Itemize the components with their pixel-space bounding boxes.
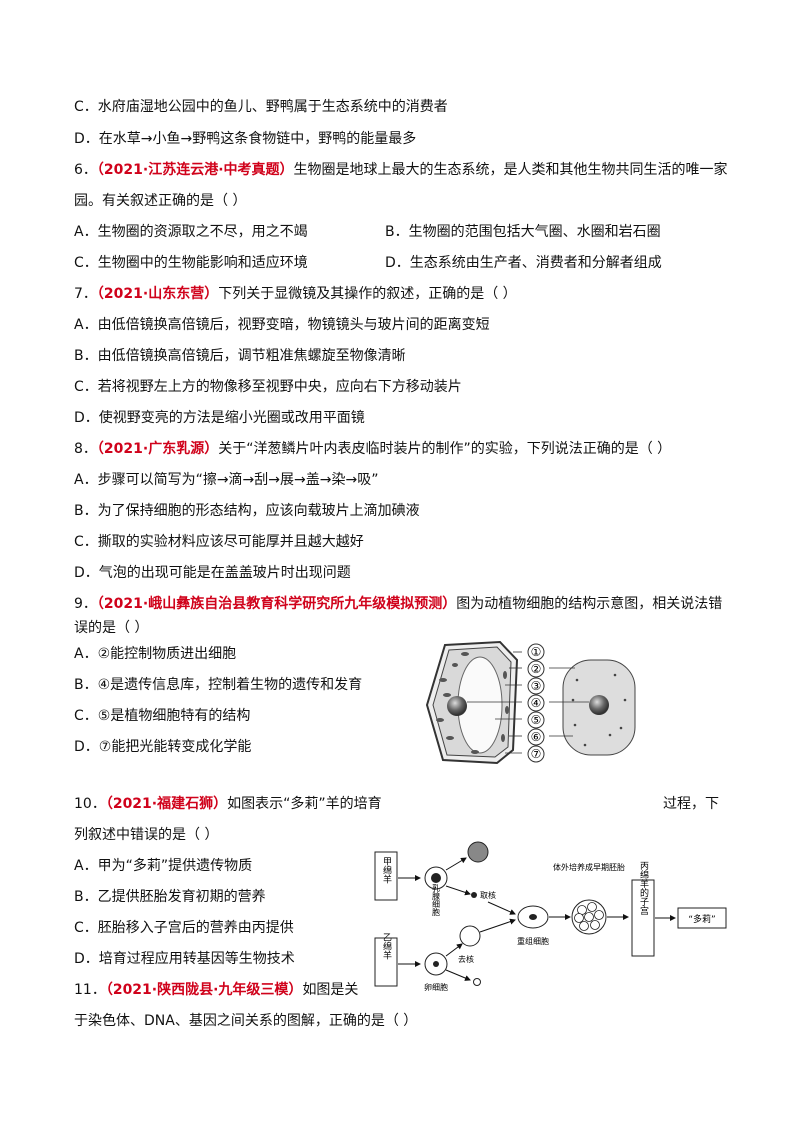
recombined-cell-label: 重组细胞 <box>517 936 549 946</box>
q6-option-a: A．生物圈的资源取之不尽，用之不竭 <box>74 224 308 240</box>
dolly-label: “多莉” <box>688 913 715 925</box>
embryo-cells <box>574 902 604 931</box>
mammary-cell-label: 乳腺细胞 <box>432 883 441 917</box>
q6-option-c: C．生物圈中的生物能影响和适应环境 <box>74 255 308 271</box>
q8-stem-text: 关于“洋葱鳞片叶内表皮临时装片的制作”的实验，下列说法正确的是（ ） <box>218 441 672 457</box>
q9-option-c: C．⑤是植物细胞特有的结构 <box>74 708 251 724</box>
q10-stem-line2: 列叙述中错误的是（ ） <box>74 827 219 843</box>
q10-option-a: A．甲为“多莉”提供遗传物质 <box>74 858 253 874</box>
q6-option-b: B．生物圈的范围包括大气圈、水圈和岩石圈 <box>385 224 661 240</box>
q10-stem-tail: 过程，下 <box>663 796 719 812</box>
q11-number: 11． <box>74 982 106 998</box>
q7-number: 7． <box>74 286 97 302</box>
q11-stem-line2: 于染色体、DNA、基因之间关系的图解，正确的是（ ） <box>74 1013 418 1029</box>
label-3: ③ <box>531 679 542 693</box>
q8-option-b: B．为了保持细胞的形态结构，应该向载玻片上滴加碘液 <box>74 503 420 519</box>
q9-option-d: D．⑦能把光能转变成化学能 <box>74 739 252 755</box>
sheep-c-label: 丙绵羊的子宫 <box>638 861 649 916</box>
discarded-cell <box>467 841 489 863</box>
q6-option-d: D．生态系统由生产者、消费者和分解者组成 <box>385 255 662 271</box>
animal-nucleus <box>589 695 609 715</box>
label-6: ⑥ <box>531 730 542 744</box>
q7-option-c: C．若将视野左上方的物像移至视野中央，应向右下方移动装片 <box>74 379 462 395</box>
leader-lines <box>467 651 589 754</box>
q10-number: 10． <box>74 796 106 812</box>
q6-stem: 生物圈是地球上最大的生态系统，是人类和其他生物共同生活的唯一家 <box>293 162 728 178</box>
label-2: ② <box>531 662 542 676</box>
q8-option-a: A．步骤可以简写为“擦→滴→刮→展→盖→染→吸” <box>74 472 379 488</box>
q7-option-d: D．使视野变亮的方法是缩小光圈或改用平面镜 <box>74 410 365 426</box>
q9-stem-line1: 9．（2021·峨山彝族自治县教育科学研究所九年级模拟预测）图为动植物细胞的结构… <box>74 594 722 614</box>
q7-option-a: A．由低倍镜换高倍镜后，视野变暗，物镜镜头与玻片间的距离变短 <box>74 317 490 333</box>
q10-option-b: B．乙提供胚胎发育初期的营养 <box>74 889 266 905</box>
q11-stem: 如图是关 <box>302 982 359 998</box>
remove-nucleus-label: 去核 <box>458 954 474 964</box>
q7-stem-text: 下列关于显微镜及其操作的叙述，正确的是（ ） <box>218 286 517 302</box>
q6-source: （2021·江苏连云港·中考真题） <box>96 162 294 178</box>
label-4: ④ <box>531 696 542 710</box>
q9-option-b: B．④是遗传信息库，控制着生物的遗传和发育 <box>74 677 363 693</box>
chloroplasts <box>436 652 509 754</box>
q8-stem: 8．（2021·广东乳源）关于“洋葱鳞片叶内表皮临时装片的制作”的实验，下列说法… <box>74 439 671 459</box>
q7-option-b: B．由低倍镜换高倍镜后，调节粗准焦螺旋至物像清晰 <box>74 348 406 364</box>
q10-option-c: C．胚胎移入子宫后的营养由丙提供 <box>74 920 294 936</box>
label-7: ⑦ <box>531 747 542 761</box>
cloning-diagram: 甲绵羊 乙绵羊 乳腺细胞 取核 卵细胞 去核 重组细胞 体外培养成早期胚胎 丙绵… <box>374 841 727 992</box>
structure-labels: ① ② ③ ④ ⑤ ⑥ ⑦ <box>527 643 545 763</box>
q9-option-a: A．②能控制物质进出细胞 <box>74 646 237 662</box>
q6-number: 6． <box>74 162 97 178</box>
sheep-a-label: 甲绵羊 <box>381 856 392 884</box>
sheep-b-label: 乙绵羊 <box>381 932 392 960</box>
q8-option-c: C．撕取的实验材料应该尽可能厚并且越大越好 <box>74 534 364 550</box>
q5-option-c: C．水府庙湿地公园中的鱼儿、野鸭属于生态系统中的消费者 <box>74 99 448 115</box>
q10-stem-line1: 10．（2021·福建石狮）如图表示“多莉”羊的培育 <box>74 794 382 814</box>
q8-source: （2021·广东乳源） <box>96 441 219 457</box>
q6-stem-line2: 园。有关叙述正确的是（ ） <box>74 193 247 209</box>
q8-number: 8． <box>74 441 97 457</box>
q9-stem-line2: 误的是（ ） <box>74 620 149 636</box>
q8-option-d: D．气泡的出现可能是在盖盖玻片时出现问题 <box>74 565 351 581</box>
q7-source: （2021·山东东营） <box>96 286 219 302</box>
q11-stem-line1: 11．（2021·陕西陇县·九年级三模）如图是关 <box>74 980 358 1000</box>
q10-stem: 如图表示“多莉”羊的培育 <box>227 796 382 812</box>
plant-nucleus <box>447 696 467 716</box>
q10-source: （2021·福建石狮） <box>105 796 228 812</box>
cell-structure-diagram: ① ② ③ ④ ⑤ ⑥ ⑦ <box>425 640 636 765</box>
q9-stem: 图为动植物细胞的结构示意图，相关说法错 <box>456 596 723 612</box>
culture-label: 体外培养成早期胚胎 <box>553 862 625 872</box>
q5-option-d: D．在水草→小鱼→野鸭这条食物链中，野鸭的能量最多 <box>74 131 417 147</box>
q7-stem: 7．（2021·山东东营）下列关于显微镜及其操作的叙述，正确的是（ ） <box>74 284 517 304</box>
cytoplasm-dots <box>571 673 627 747</box>
label-1: ① <box>531 645 542 659</box>
egg-cell-label: 卵细胞 <box>424 982 448 992</box>
q11-source: （2021·陕西陇县·九年级三模） <box>105 982 303 998</box>
enucleated-egg <box>459 925 481 947</box>
q9-number: 9． <box>74 596 97 612</box>
q9-source: （2021·峨山彝族自治县教育科学研究所九年级模拟预测） <box>96 596 457 612</box>
take-nucleus-label: 取核 <box>480 890 496 900</box>
q10-option-d: D．培育过程应用转基因等生物技术 <box>74 951 295 967</box>
label-5: ⑤ <box>531 713 542 727</box>
q6-stem-line1: 6．（2021·江苏连云港·中考真题）生物圈是地球上最大的生态系统，是人类和其他… <box>74 160 728 180</box>
